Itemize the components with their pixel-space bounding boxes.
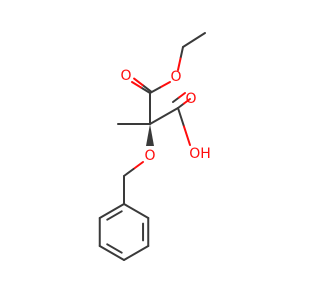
bond-ester-co-2-a — [141, 84, 153, 93]
ring-bond-0 — [123, 203, 150, 219]
bond-ester-co-1-b — [131, 81, 142, 89]
bond-ch2-oester-a — [179, 46, 184, 60]
bond-acid-co-2-b — [178, 92, 186, 99]
ring-double-bond-5 — [106, 210, 123, 221]
bond-acid-c-oh-b — [183, 125, 191, 146]
atom-ester-o-single: O — [170, 69, 181, 85]
bond-ester-co-1-a — [140, 86, 151, 94]
bond-oether-ch2-a — [132, 161, 144, 170]
bond-ethyl-c-c — [182, 32, 206, 48]
bond-cq-cacid — [149, 107, 179, 125]
bond-ester-co-2-b — [133, 77, 144, 87]
bond-acid-co-2-a — [172, 96, 180, 103]
atom-ester-o-double: O — [120, 68, 131, 84]
ring-bond-3 — [98, 245, 125, 261]
ring-bond-5 — [98, 203, 125, 219]
wedge-bond-cq-oether — [146, 124, 154, 146]
bond-ch2-oester-b — [177, 57, 182, 71]
atom-acid-o-double: O — [185, 91, 196, 107]
atom-ether-o: O — [144, 148, 155, 164]
bond-oether-ch2-b — [123, 168, 135, 177]
bond-acid-c-oh-a — [177, 107, 185, 128]
ring-bond-2 — [123, 245, 150, 261]
bond-acid-co-1-a — [177, 102, 185, 109]
bond-oester-ccarbonyl-a — [159, 81, 171, 89]
ring-double-bond-3 — [106, 243, 123, 254]
atom-acid-oh: OH — [189, 146, 211, 162]
bond-acid-co-1-b — [183, 98, 191, 105]
